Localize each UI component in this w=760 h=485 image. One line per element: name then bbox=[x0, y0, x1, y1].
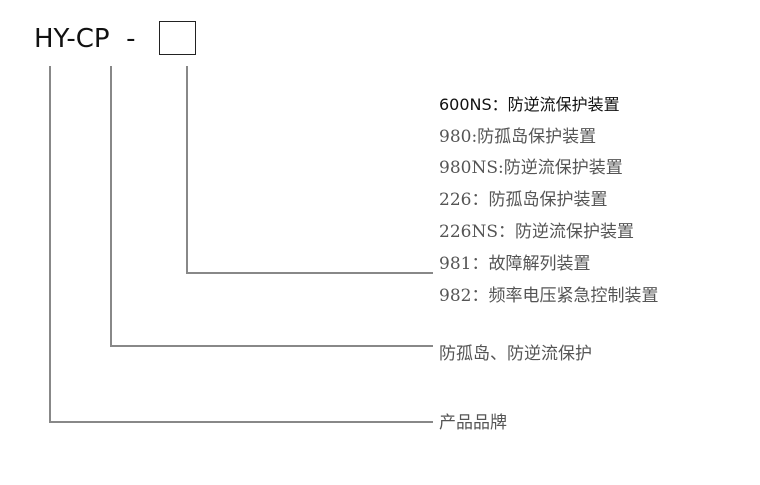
option-connector-horizontal bbox=[186, 272, 433, 274]
brand-label: 产品品牌 bbox=[439, 413, 507, 433]
option-980ns: 980NS:防逆流保护装置 bbox=[439, 158, 623, 178]
option-982: 982：频率电压紧急控制装置 bbox=[439, 286, 659, 306]
option-981: 981：故障解列装置 bbox=[439, 254, 591, 274]
brand-connector-vertical bbox=[49, 66, 51, 423]
model-code-blank-box bbox=[159, 21, 196, 55]
option-226ns: 226NS：防逆流保护装置 bbox=[439, 222, 634, 242]
brand-connector-horizontal bbox=[49, 421, 433, 423]
series-connector-horizontal bbox=[110, 345, 433, 347]
option-connector-vertical bbox=[186, 66, 188, 274]
option-226: 226：防孤岛保护装置 bbox=[439, 190, 608, 210]
option-980: 980:防孤岛保护装置 bbox=[439, 127, 597, 147]
option-600ns: 600NS：防逆流保护装置 bbox=[439, 95, 620, 114]
series-connector-vertical bbox=[110, 66, 112, 347]
model-code-prefix: HY-CP - bbox=[34, 24, 136, 54]
series-label: 防孤岛、防逆流保护 bbox=[439, 344, 592, 364]
